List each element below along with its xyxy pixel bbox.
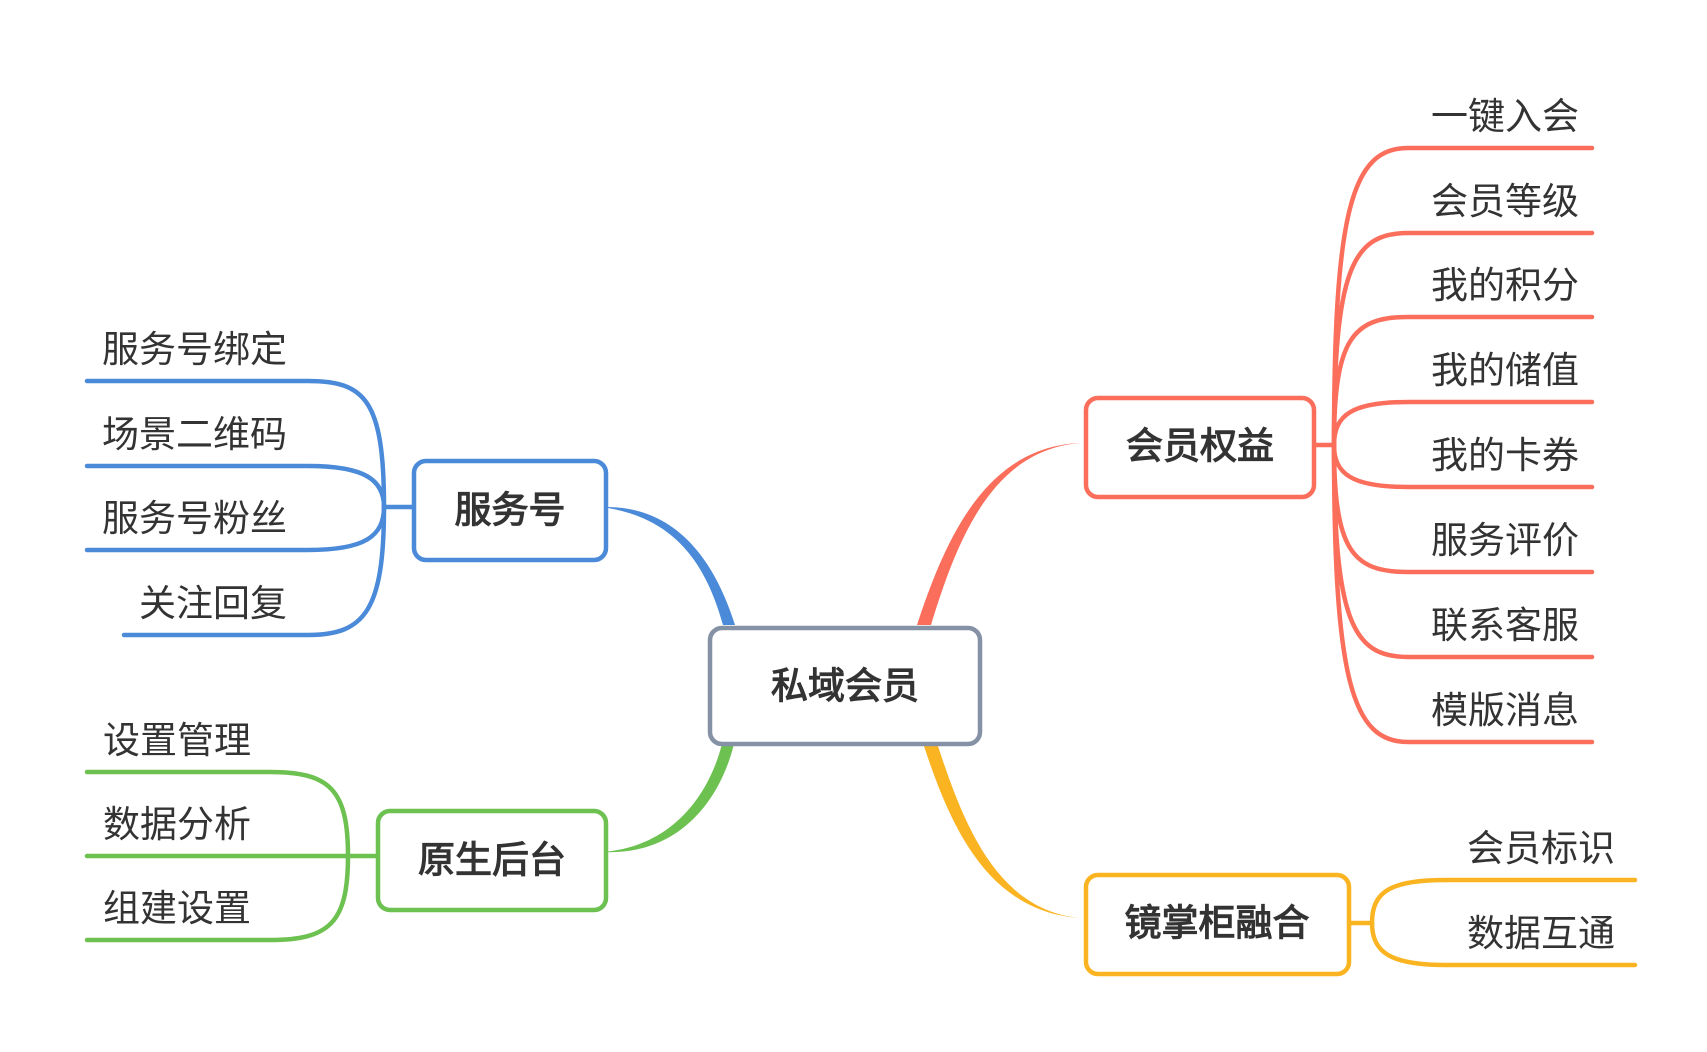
backend-leaves: 设置管理 数据分析 组建设置	[103, 719, 251, 930]
leaf-service-4[interactable]: 关注回复	[139, 582, 287, 625]
connector-mirror-leaf-2	[1369, 920, 1638, 968]
branch-node-service-box	[411, 458, 609, 563]
connector-service-leaf-2	[84, 463, 387, 510]
root-node-box	[707, 625, 983, 747]
leaf-service-1[interactable]: 服务号绑定	[102, 328, 287, 371]
connector-benefits-leaf-8	[1331, 442, 1595, 745]
mirror-leaves: 会员标识 数据互通	[1467, 827, 1615, 955]
connector-benefits-leaf-3	[1331, 314, 1595, 448]
leaf-backend-1[interactable]: 设置管理	[103, 719, 251, 762]
leaf-benefits-5[interactable]: 我的卡券	[1431, 434, 1579, 477]
leaf-benefits-6[interactable]: 服务评价	[1431, 519, 1579, 562]
service-leaf-connectors	[84, 378, 415, 638]
leaf-benefits-1[interactable]: 一键入会	[1431, 95, 1579, 138]
branch-node-benefits[interactable]: 会员权益	[1083, 395, 1317, 500]
connector-root-to-backend	[602, 740, 735, 853]
root-branch-connectors	[602, 443, 1080, 918]
connector-benefits-leaf-4	[1331, 399, 1595, 448]
backend-leaf-connectors	[84, 769, 379, 943]
leaf-benefits-4[interactable]: 我的储值	[1431, 349, 1579, 392]
connector-backend-leaf-1	[84, 769, 379, 859]
branch-node-backend-box	[375, 808, 609, 913]
leaf-mirror-1[interactable]: 会员标识	[1467, 827, 1615, 870]
leaf-benefits-7[interactable]: 联系客服	[1431, 604, 1579, 647]
leaf-mirror-2[interactable]: 数据互通	[1467, 912, 1615, 955]
branch-node-mirror-box	[1083, 872, 1352, 977]
connector-backend-leaf-3	[84, 853, 351, 943]
connector-benefits-leaf-2	[1331, 230, 1595, 448]
leaf-benefits-2[interactable]: 会员等级	[1431, 180, 1579, 223]
mirror-leaf-connectors	[1342, 877, 1638, 968]
leaf-benefits-8[interactable]: 模版消息	[1431, 689, 1579, 732]
benefits-leaf-connectors	[1305, 145, 1595, 745]
leaf-benefits-3[interactable]: 我的积分	[1431, 264, 1579, 307]
branch-node-mirror[interactable]: 镜掌柜融合	[1083, 872, 1352, 977]
branch-node-service[interactable]: 服务号	[411, 458, 609, 563]
service-leaves: 服务号绑定 场景二维码 服务号粉丝 关注回复	[102, 328, 287, 625]
leaf-service-2[interactable]: 场景二维码	[102, 413, 287, 456]
connector-root-to-mirror	[922, 740, 1080, 918]
leaf-backend-3[interactable]: 组建设置	[103, 887, 251, 930]
branch-node-benefits-label: 会员权益	[1126, 425, 1274, 468]
connector-service-leaf-1	[84, 378, 415, 510]
branch-node-service-label: 服务号	[455, 489, 566, 532]
root-node-label: 私域会员	[771, 665, 919, 708]
branch-node-backend-label: 原生后台	[418, 839, 566, 882]
root-node[interactable]: 私域会员	[707, 625, 983, 747]
connector-root-to-service	[602, 506, 735, 625]
connector-service-leaf-4	[121, 504, 387, 638]
branch-node-benefits-box	[1083, 395, 1317, 500]
benefits-leaves: 一键入会 会员等级 我的积分 我的储值 我的卡券 服务评价 联系客服 模版消息	[1431, 95, 1579, 732]
connector-root-to-benefits	[917, 443, 1080, 625]
branch-node-backend[interactable]: 原生后台	[375, 808, 609, 913]
branch-node-mirror-label: 镜掌柜融合	[1125, 902, 1310, 945]
leaf-service-3[interactable]: 服务号粉丝	[102, 497, 287, 540]
connector-mirror-leaf-1	[1342, 877, 1638, 926]
leaf-backend-2[interactable]: 数据分析	[103, 803, 251, 846]
